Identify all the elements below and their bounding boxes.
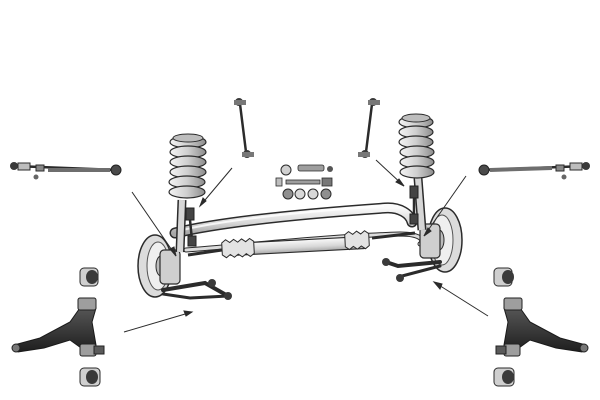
stabilizer-link-right <box>358 98 380 158</box>
fastener-kit <box>275 164 333 200</box>
steering-rack <box>187 230 416 259</box>
wishbone-left <box>11 297 105 357</box>
brake-disc-hub-right <box>419 207 463 273</box>
wishbone-right <box>495 297 589 357</box>
drop-link-left <box>185 207 197 247</box>
bushing-right-top <box>493 267 514 287</box>
coil-spring-strut-right <box>398 113 435 231</box>
tie-rod-right <box>478 162 590 180</box>
stabilizer-link-left <box>234 98 254 158</box>
bushing-left-top <box>79 267 99 287</box>
tie-rod-left <box>10 162 122 180</box>
coil-spring-strut-left <box>168 133 207 253</box>
control-arm-right <box>382 258 442 282</box>
brake-disc-hub-left <box>137 234 181 298</box>
pointer-arrows <box>123 159 489 333</box>
control-arm-left <box>161 279 232 300</box>
subframe-crossmember <box>169 202 418 239</box>
bushing-left-bottom <box>79 367 101 387</box>
bushing-right-bottom <box>493 367 515 387</box>
drop-link-right <box>409 185 419 225</box>
